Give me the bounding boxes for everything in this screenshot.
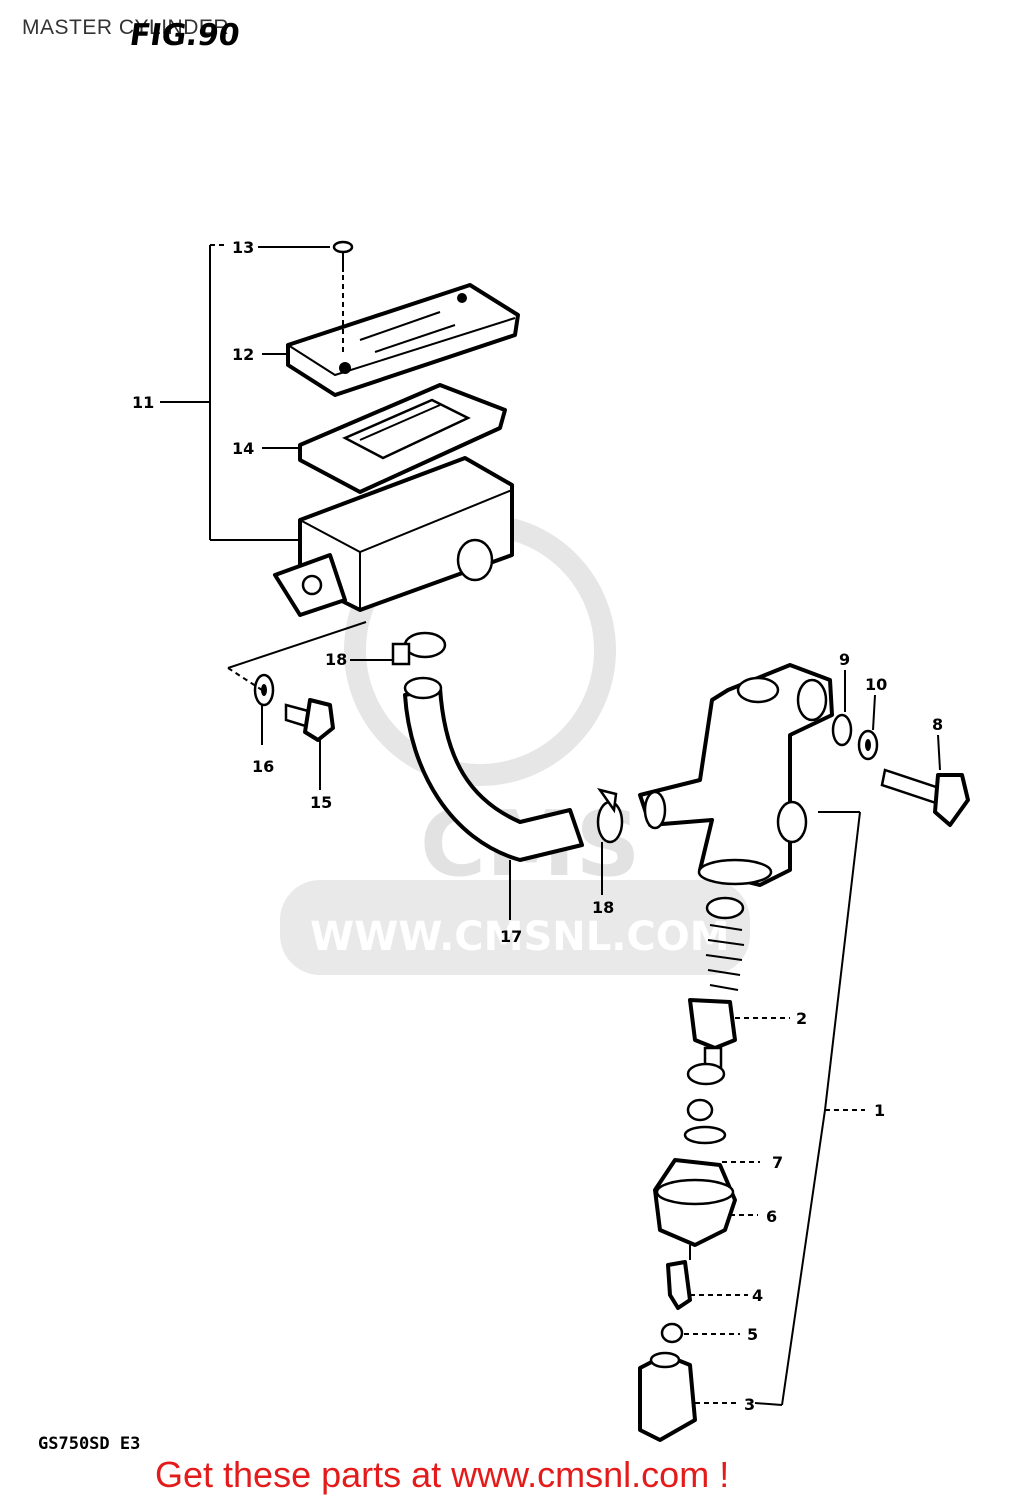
model-code: GS750SD E3 (38, 1434, 141, 1454)
page-title: MASTER CYLINDER (22, 16, 230, 39)
callout-4: 4 (752, 1286, 763, 1305)
callout-13: 13 (232, 238, 254, 257)
hose-17 (403, 686, 584, 862)
callout-5: 5 (747, 1325, 758, 1344)
washer-9 (831, 713, 853, 747)
piston-assembly (686, 896, 745, 1086)
callout-11: 11 (132, 393, 154, 412)
callout-12: 12 (232, 345, 254, 364)
callout-15: 15 (310, 793, 332, 812)
callout-18-lower: 18 (592, 898, 614, 917)
callout-2: 2 (796, 1009, 807, 1028)
callout-labels: 13 12 11 14 18 16 15 17 18 9 10 8 2 1 7 … (132, 238, 943, 1414)
leader-lines (160, 244, 941, 1406)
reservoir-screw (332, 240, 354, 272)
bolt-8 (880, 768, 970, 827)
reservoir-diaphragm (298, 383, 507, 494)
callout-6: 6 (766, 1207, 777, 1226)
washer-16 (253, 673, 275, 707)
callout-18-upper: 18 (325, 650, 347, 669)
reservoir-cap (286, 283, 520, 397)
callout-3: 3 (744, 1395, 755, 1414)
watermark-url: WWW.CMSNL.COM (310, 914, 730, 960)
footer-link-text[interactable]: Get these parts at www.cmsnl.com ! (155, 1454, 730, 1495)
figure-number: FIG.90 (127, 18, 242, 53)
hose-clamp-upper (391, 631, 447, 666)
hose-clamp-lower (596, 787, 624, 844)
callout-7: 7 (772, 1153, 783, 1172)
push-rod-parts (638, 1098, 737, 1442)
callout-14: 14 (232, 439, 254, 458)
callout-8: 8 (932, 715, 943, 734)
callout-1: 1 (874, 1101, 885, 1120)
callout-9: 9 (839, 650, 850, 669)
bolt-15 (284, 698, 335, 742)
callout-17: 17 (500, 927, 522, 946)
callout-10: 10 (865, 675, 887, 694)
washer-10 (857, 729, 879, 761)
master-cylinder-body (638, 663, 834, 887)
reservoir-body (273, 456, 514, 617)
callout-16: 16 (252, 757, 274, 776)
